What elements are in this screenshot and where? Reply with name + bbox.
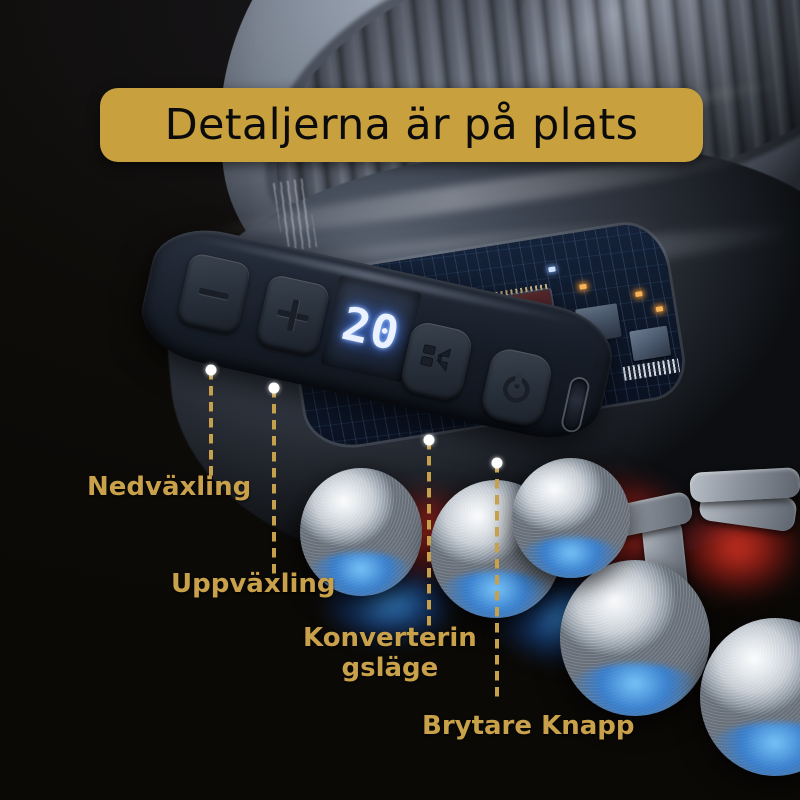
display-value: 20 <box>337 296 405 362</box>
usb-c-port[interactable] <box>561 377 589 432</box>
minus-button[interactable] <box>175 251 252 336</box>
leader-line-uppvaxling <box>268 382 280 574</box>
minus-icon <box>198 287 230 300</box>
leader-line-konverteringslage <box>423 434 435 628</box>
board-led-10 <box>548 266 556 273</box>
callout-label-brytare-knapp: Brytare Knapp <box>422 711 635 741</box>
headline-text: Detaljerna är på plats <box>164 100 639 150</box>
headline-banner: Detaljerna är på plats <box>100 88 703 162</box>
callout-label-uppvaxling: Uppväxling <box>171 569 336 599</box>
leader-dot <box>205 364 217 376</box>
head-arm-4 <box>689 467 800 503</box>
mode-button[interactable] <box>398 319 475 404</box>
leader-dashes <box>495 463 499 703</box>
leader-line-brytare-knapp <box>491 457 503 703</box>
board-led-9 <box>579 283 587 290</box>
leader-dashes <box>427 440 431 628</box>
control-panel: 20 <box>133 218 621 450</box>
leader-dashes <box>209 370 213 476</box>
callout-label-konverteringslage: Konverterin gsläge <box>303 623 477 683</box>
leader-line-nedvaxling <box>205 364 217 476</box>
leader-dot <box>268 382 280 394</box>
massage-head-5 <box>512 458 630 578</box>
board-led-11 <box>635 291 643 298</box>
power-icon <box>503 372 530 403</box>
smd-component-4 <box>629 325 672 362</box>
plus-button[interactable] <box>254 273 332 358</box>
convert-arrows-icon <box>420 344 452 372</box>
leader-dot <box>423 434 435 446</box>
leader-dashes <box>272 388 276 574</box>
callout-label-nedvaxling: Nedväxling <box>87 472 252 502</box>
leader-dot <box>491 457 503 469</box>
massage-head-4 <box>700 618 800 776</box>
massage-head-3 <box>560 560 710 716</box>
massage-head-1 <box>300 468 422 596</box>
power-button[interactable] <box>478 345 555 430</box>
